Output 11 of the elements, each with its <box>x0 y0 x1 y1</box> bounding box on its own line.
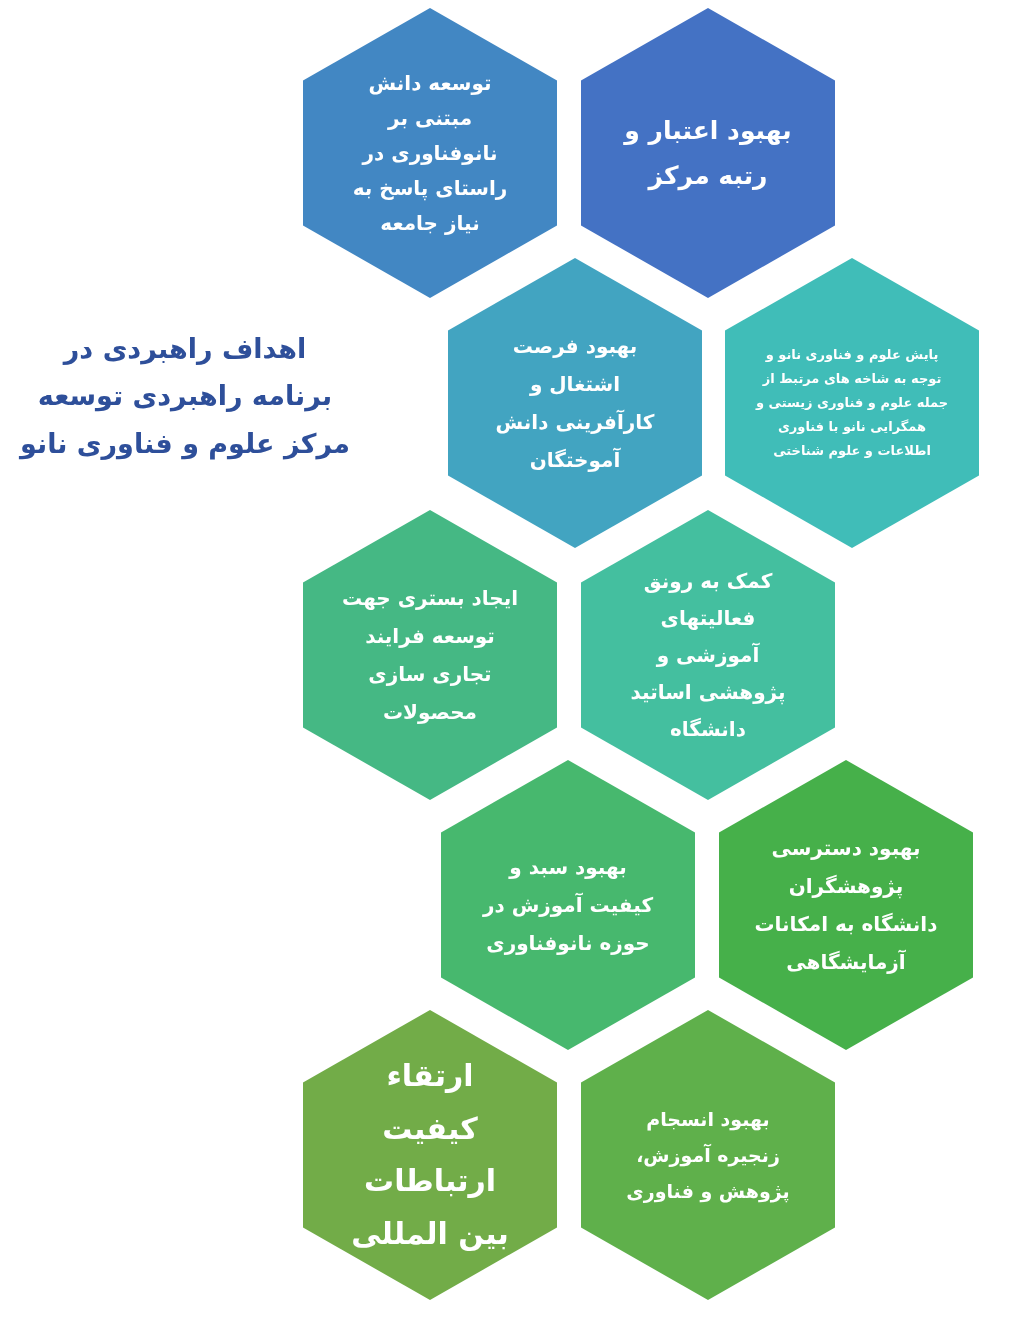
hexagon-text: کمک به رونق فعالیتهای آموزشی و پژوهشی اساتید دانشگاه <box>629 567 787 743</box>
hexagon-text: بهبود دسترسی پژوهشگران دانشگاه به امکانات آزمایشگاهی <box>753 835 939 976</box>
hexagon-text: بهبود انسجام زنجیره آموزش، پژوهش و فناوری <box>625 1106 791 1205</box>
hexagon-text: ایجاد بستری جهت توسعه فرایند تجاری سازی محصولات <box>340 585 520 726</box>
hexagon-text: بهبود فرصت اشتغال و کارآفرینی دانش آموختگان <box>494 333 656 474</box>
hexagon-text: ارتقاء کیفیت ارتباطات بین المللی <box>350 1057 510 1253</box>
hexagon-text: پایش علوم و فناوری نانو و توجه به شاخه های مرتبط از جمله علوم و فناوری زیستی و همگرایی نانو با فناوری اطلاعات و علوم شناختی <box>754 345 950 461</box>
hexagon-text: بهبود اعتبار و رتبه مرکز <box>622 115 793 193</box>
hexagon-text: بهبود سبد و کیفیت آموزش در حوزه نانوفناوری <box>481 854 655 957</box>
hexagon-text: توسعه دانش مبتنی بر نانوفناوری در راستای پاسخ به نیاز جامعه <box>351 69 509 237</box>
title: اهداف راهبردی در برنامه راهبردی توسعه مرکز علوم و فناوری نانو <box>20 332 350 462</box>
